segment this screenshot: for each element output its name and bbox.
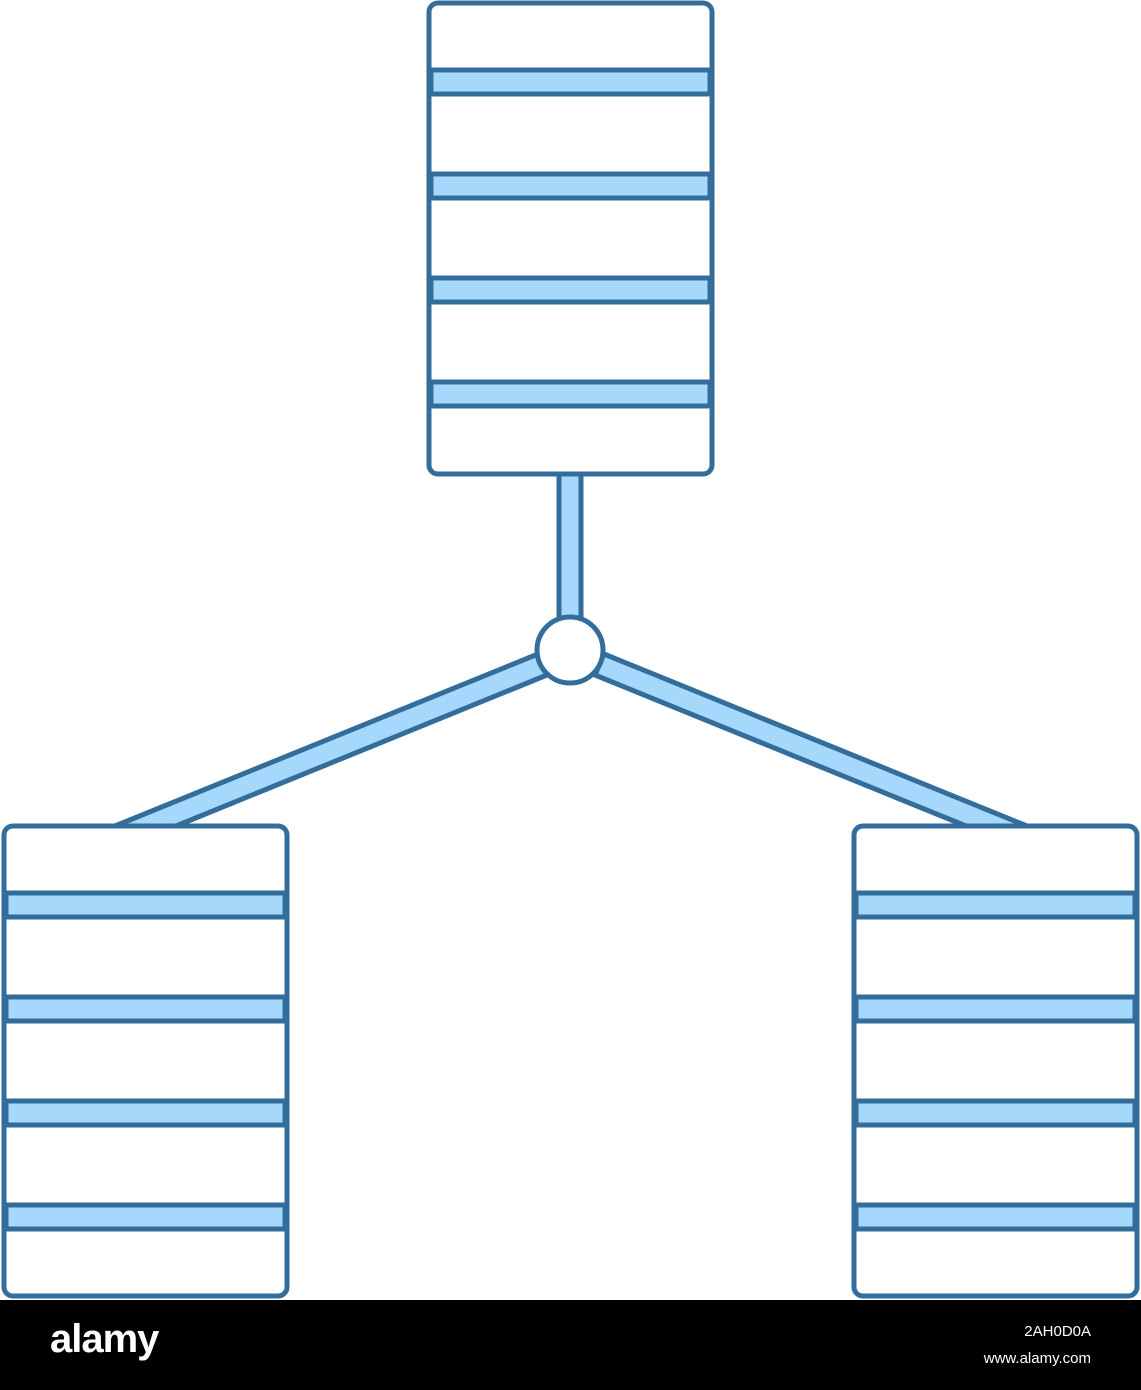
top-server xyxy=(426,0,715,477)
server-slot xyxy=(853,1098,1138,1128)
server-body xyxy=(851,823,1140,1299)
watermark-footer: alamy 2AH0D0A www.alamy.com xyxy=(0,1300,1141,1390)
network-hub-node xyxy=(534,614,606,686)
server-slot xyxy=(3,890,288,920)
server-slot xyxy=(428,171,713,201)
alamy-logo: alamy xyxy=(50,1317,159,1361)
connector-hub-to-left xyxy=(112,651,550,829)
server-network-diagram xyxy=(1,0,1140,1299)
server-slot xyxy=(428,379,713,409)
image-id-label: 2AH0D0A xyxy=(1024,1323,1091,1340)
connector-hub-to-right xyxy=(592,651,1030,829)
server-slot xyxy=(853,994,1138,1024)
server-slot xyxy=(3,994,288,1024)
server-slot xyxy=(3,1098,288,1128)
left-server xyxy=(1,823,290,1299)
server-slot xyxy=(853,1202,1138,1232)
server-slot xyxy=(428,67,713,97)
server-slot xyxy=(3,1202,288,1232)
server-body xyxy=(426,0,715,477)
server-slot xyxy=(853,890,1138,920)
right-server xyxy=(851,823,1140,1299)
server-slot xyxy=(428,275,713,305)
connector-top-to-hub xyxy=(556,471,584,621)
site-url-label: www.alamy.com xyxy=(983,1350,1091,1367)
server-body xyxy=(1,823,290,1299)
